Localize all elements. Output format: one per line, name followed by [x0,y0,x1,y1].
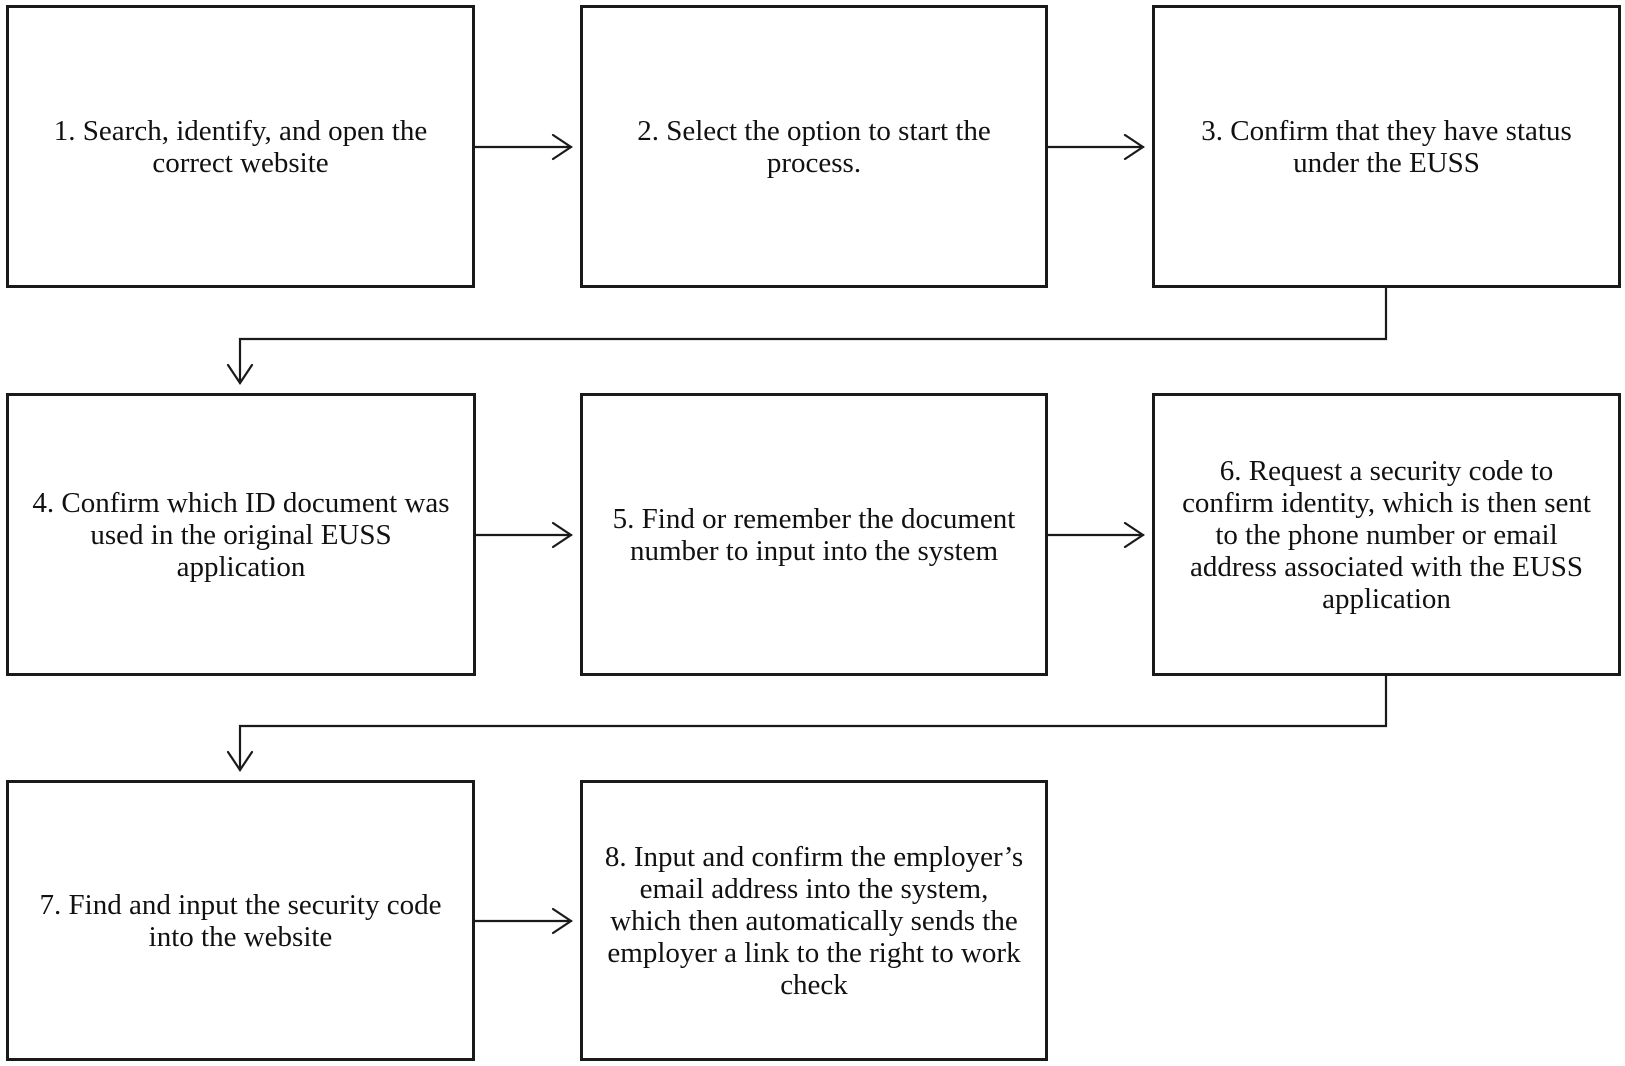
arrow-step7-to-step8 [473,907,573,935]
arrow-step6-to-step7 [226,674,1388,772]
step-4-box: 4. Confirm which ID document was used in… [6,393,476,676]
arrow-step2-to-step3 [1046,133,1145,161]
arrow-step3-to-step4 [226,286,1388,385]
step-7-box: 7. Find and input the security code into… [6,780,475,1061]
step-7-label: 7. Find and input the security code into… [39,888,442,953]
step-8-label: 8. Input and confirm the employer’s emai… [604,840,1024,1001]
step-2-label: 2. Select the option to start the proces… [637,114,991,179]
step-3-label: 3. Confirm that they have status under t… [1201,114,1572,179]
step-1-label: 1. Search, identify, and open the correc… [53,114,428,179]
step-8-box: 8. Input and confirm the employer’s emai… [580,780,1048,1061]
step-6-box: 6. Request a security code to confirm id… [1152,393,1621,676]
arrow-step4-to-step5 [474,521,573,549]
step-5-box: 5. Find or remember the document number … [580,393,1048,676]
arrow-step5-to-step6 [1046,521,1145,549]
step-5-label: 5. Find or remember the document number … [612,502,1016,567]
arrow-step1-to-step2 [473,133,573,161]
step-1-box: 1. Search, identify, and open the correc… [6,5,475,288]
step-6-label: 6. Request a security code to confirm id… [1182,454,1591,615]
step-4-label: 4. Confirm which ID document was used in… [32,486,450,583]
step-2-box: 2. Select the option to start the proces… [580,5,1048,288]
step-3-box: 3. Confirm that they have status under t… [1152,5,1621,288]
